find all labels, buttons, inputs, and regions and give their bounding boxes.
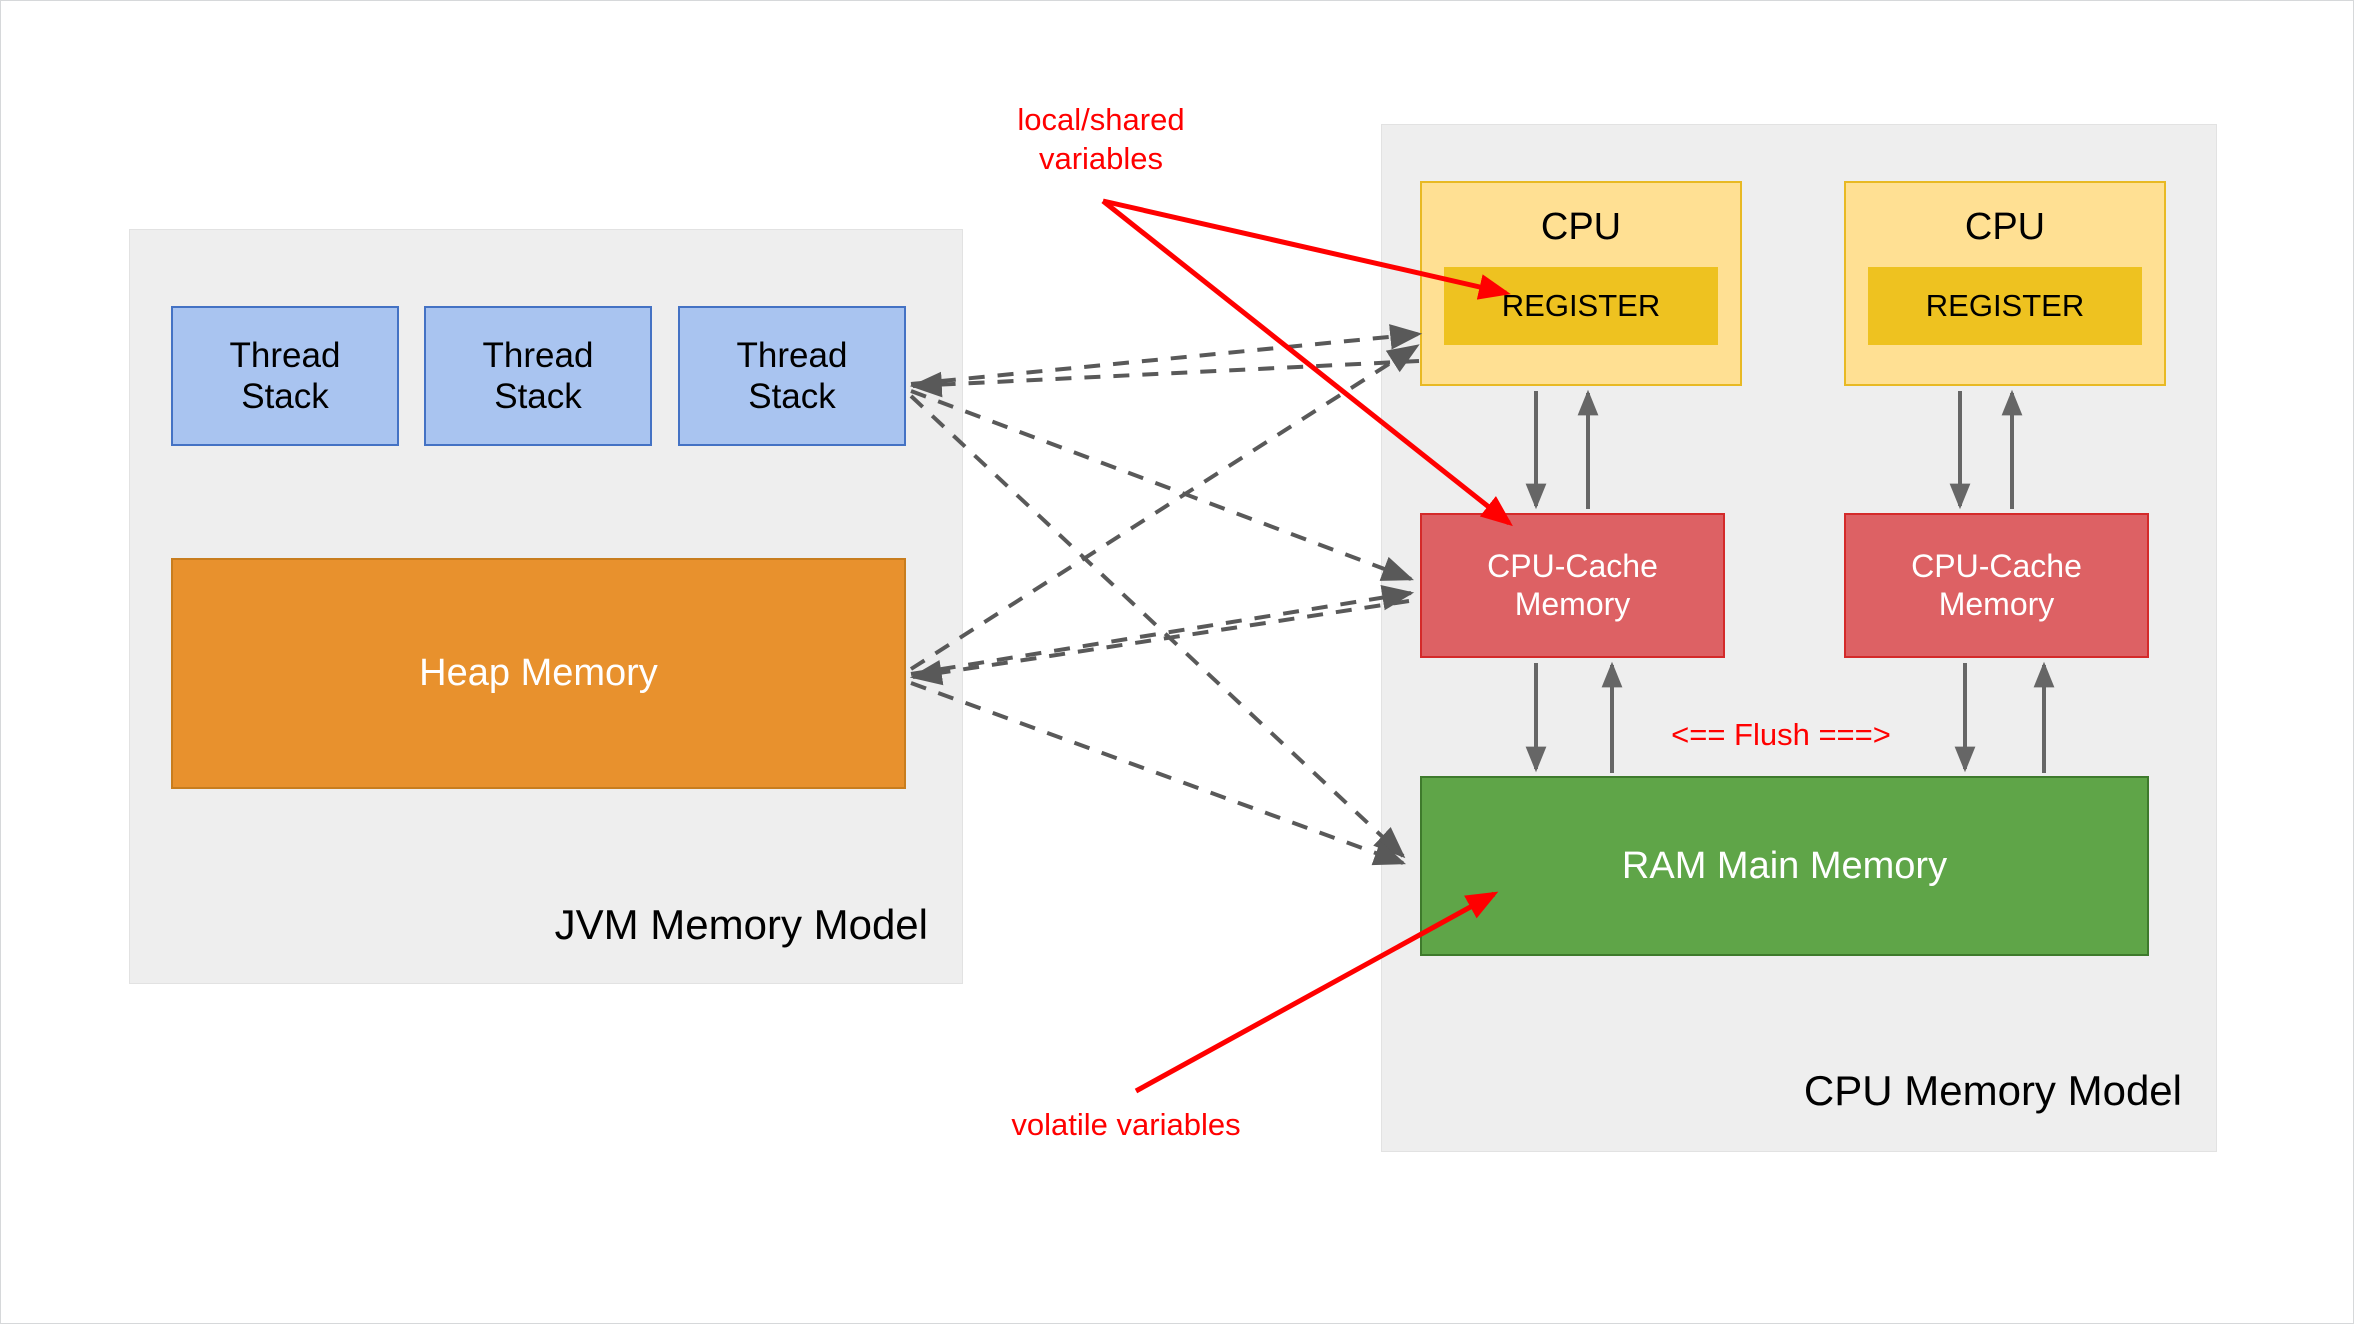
- annotation-volatile-variables: volatile variables: [1011, 1107, 1241, 1142]
- annotation-flush: <== Flush ===>: [1671, 717, 1891, 752]
- dashed-connector-threadstack-ram: [909, 394, 1406, 859]
- thread-stack-label-1: Thread Stack: [230, 335, 341, 418]
- annotation-local-shared-line1: local/shared: [1017, 102, 1185, 137]
- cpu-cache-label-2-line1: CPU-Cache: [1911, 547, 2082, 584]
- cpu-cache-label-2-line2: Memory: [1938, 585, 2055, 622]
- thread-stack-label-1-line2: Stack: [241, 377, 329, 416]
- dashed-connector-heap-cache: [910, 584, 1415, 676]
- thread-stack-label-2-line1: Thread: [482, 335, 594, 375]
- ram-main-memory-label: RAM Main Memory: [1621, 844, 1948, 887]
- dashed-connector-threadstack-register: [910, 324, 1423, 386]
- register-box-1[interactable]: REGISTER: [1444, 267, 1718, 345]
- cpu-cache-label-2: CPU-Cache Memory: [1911, 548, 2082, 624]
- thread-stack-label-3-line2: Stack: [748, 377, 836, 416]
- thread-stack-box-1[interactable]: Thread Stack: [171, 306, 399, 446]
- heap-memory-box[interactable]: Heap Memory: [171, 558, 906, 789]
- annotation-local-shared-line2: variables: [1038, 140, 1164, 176]
- thread-stack-label-2-line2: Stack: [494, 377, 582, 416]
- thread-stack-label-1-line1: Thread: [229, 335, 341, 375]
- thread-stack-label-2: Thread Stack: [483, 335, 594, 418]
- thread-stack-label-3-line1: Thread: [736, 335, 848, 375]
- dashed-connector-threadstack-cache: [910, 389, 1414, 581]
- thread-stack-box-3[interactable]: Thread Stack: [678, 306, 906, 446]
- dashed-connector-heap-register: [909, 344, 1420, 671]
- register-label-2: REGISTER: [1925, 287, 2085, 323]
- cpu-box-1[interactable]: CPU REGISTER: [1420, 181, 1742, 386]
- thread-stack-label-3: Thread Stack: [737, 335, 848, 418]
- dashed-connector-register-threadstack: [909, 359, 1420, 398]
- cpu-cache-memory-box-1[interactable]: CPU-Cache Memory: [1420, 513, 1725, 658]
- cpu-cache-label-1-line2: Memory: [1514, 585, 1631, 622]
- register-box-2[interactable]: REGISTER: [1868, 267, 2142, 345]
- cpu-cache-label-1: CPU-Cache Memory: [1487, 548, 1658, 624]
- jvm-panel-title: JVM Memory Model: [554, 901, 928, 948]
- annotation-local-shared-variables: local/shared variables: [1001, 101, 1201, 179]
- dashed-connector-heap-ram: [910, 681, 1407, 866]
- cpu-label-1: CPU: [1540, 206, 1622, 248]
- thread-stack-box-2[interactable]: Thread Stack: [424, 306, 652, 446]
- dashed-connector-cache-heap: [909, 599, 1410, 686]
- heap-memory-label: Heap Memory: [419, 652, 658, 695]
- cpu-box-2[interactable]: CPU REGISTER: [1844, 181, 2166, 386]
- cpu-cache-label-1-line1: CPU-Cache: [1487, 547, 1658, 584]
- cpu-label-2: CPU: [1964, 206, 2046, 248]
- ram-main-memory-box[interactable]: RAM Main Memory: [1420, 776, 2149, 956]
- cpu-panel-title: CPU Memory Model: [1803, 1067, 2182, 1114]
- cpu-cache-memory-box-2[interactable]: CPU-Cache Memory: [1844, 513, 2149, 658]
- register-label-1: REGISTER: [1501, 287, 1661, 323]
